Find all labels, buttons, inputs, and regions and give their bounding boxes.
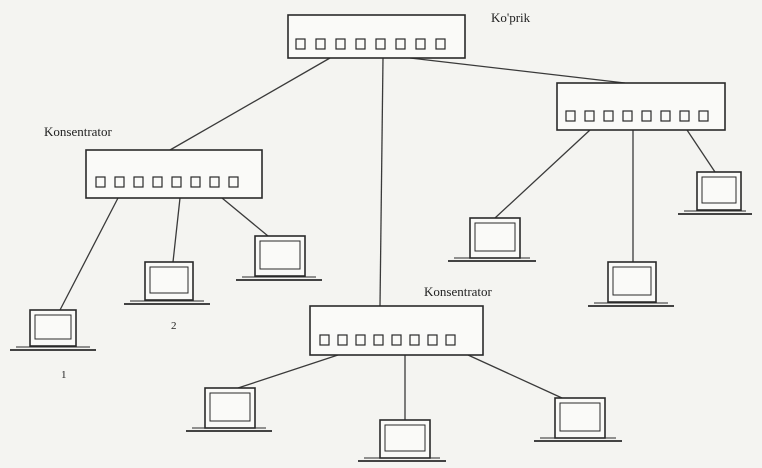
port xyxy=(319,334,330,346)
port xyxy=(295,38,306,50)
computer-4 xyxy=(448,217,536,262)
hub-bottom-device xyxy=(309,305,484,356)
port xyxy=(415,38,426,50)
link-hub-left-pc1 xyxy=(59,197,119,311)
link-bridge-hub-bottom xyxy=(379,57,384,307)
port xyxy=(228,176,239,188)
link-hub-bottom-pc9 xyxy=(467,354,563,399)
computer-9 xyxy=(534,397,622,442)
port xyxy=(171,176,182,188)
port xyxy=(337,334,348,346)
port xyxy=(584,110,595,122)
port xyxy=(565,110,576,122)
port xyxy=(698,110,709,122)
port xyxy=(427,334,438,346)
computer-5 xyxy=(588,261,674,307)
port xyxy=(190,176,201,188)
bridge-device xyxy=(287,14,466,59)
link-hub-right-pc4 xyxy=(494,129,591,219)
hub-left-label: Konsentrator xyxy=(44,124,112,139)
port xyxy=(209,176,220,188)
link-bridge-hub-left xyxy=(169,57,331,151)
port xyxy=(373,334,384,346)
link-hub-right-pc6 xyxy=(686,129,716,173)
hub-bottom-label: Konsentrator xyxy=(424,284,492,299)
port xyxy=(660,110,671,122)
port xyxy=(152,176,163,188)
port xyxy=(603,110,614,122)
port xyxy=(114,176,125,188)
link-hub-bottom-pc7 xyxy=(237,354,339,389)
port xyxy=(375,38,386,50)
port xyxy=(335,38,346,50)
port xyxy=(641,110,652,122)
computer-7 xyxy=(186,387,272,432)
hub-left-device xyxy=(85,149,263,199)
port xyxy=(391,334,402,346)
port xyxy=(679,110,690,122)
bridge-label: Ko'prik xyxy=(491,10,531,25)
port xyxy=(435,38,446,50)
link-hub-left-pc3 xyxy=(221,197,269,237)
port xyxy=(622,110,633,122)
port xyxy=(409,334,420,346)
computer-1 xyxy=(10,309,96,351)
hub-right-device xyxy=(556,82,726,131)
link-hub-left-pc2 xyxy=(172,197,181,263)
computer-6 xyxy=(678,171,752,215)
port xyxy=(133,176,144,188)
port xyxy=(355,38,366,50)
computer-2 xyxy=(124,261,210,305)
computer-1-label: 1 xyxy=(61,369,67,381)
port xyxy=(445,334,456,346)
port xyxy=(315,38,326,50)
port xyxy=(355,334,366,346)
link-bridge-hub-right xyxy=(409,57,626,84)
computer-8 xyxy=(358,419,446,462)
port xyxy=(395,38,406,50)
port xyxy=(95,176,106,188)
computer-3 xyxy=(236,235,322,281)
computer-2-label: 2 xyxy=(171,320,177,332)
